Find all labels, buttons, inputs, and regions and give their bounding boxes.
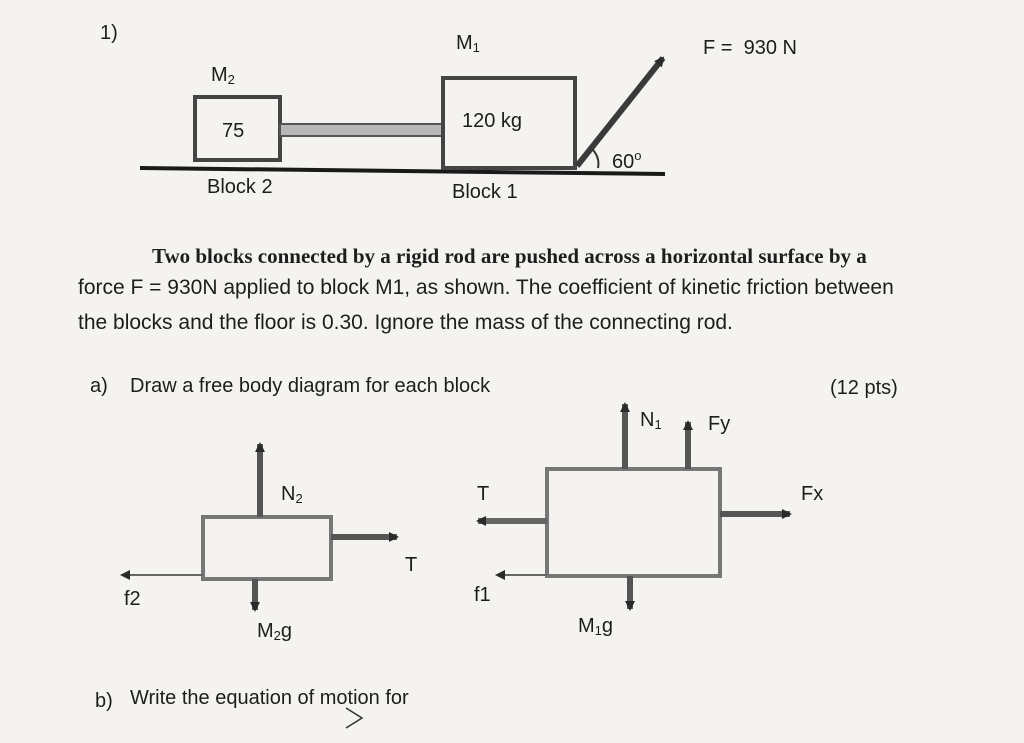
fbd1-block <box>545 467 722 578</box>
angle-arc <box>592 149 600 169</box>
m2-label: M2 <box>211 64 235 87</box>
fbd1-friction-label: f1 <box>474 584 491 606</box>
problem-number: 1) <box>100 22 118 44</box>
description-line-3: the blocks and the floor is 0.30. Ignore… <box>78 311 733 334</box>
block-1-mass: 120 kg <box>462 110 523 132</box>
block-2-name: Block 2 <box>207 176 273 198</box>
connecting-rod <box>279 123 446 137</box>
part-b-label: b) <box>95 690 113 712</box>
fbd2-normal-label: N2 <box>281 483 303 506</box>
description-line-2: force F = 930N applied to block M1, as s… <box>78 276 894 299</box>
force-f-arrow <box>574 56 666 168</box>
angle-label: 60o <box>612 148 642 173</box>
part-a-text: Draw a free body diagram for each block <box>130 375 491 397</box>
fbd2-tension-label: T <box>405 554 418 576</box>
part-b-text: Write the equation of motion for <box>130 687 409 709</box>
fbd1-tension-label: T <box>477 483 490 505</box>
handwritten-mark <box>345 707 364 729</box>
force-label: F = 930 N <box>703 37 797 59</box>
force-value: 930 N <box>743 37 797 59</box>
fbd2-friction-label: f2 <box>124 588 141 610</box>
block-1-name: Block 1 <box>452 181 518 203</box>
block-1-rect <box>441 76 577 170</box>
fbd2-weight-label: M2g <box>257 620 293 643</box>
fbd1-normal-label: N1 <box>640 409 662 432</box>
floor-line <box>139 166 666 176</box>
part-a-points: (12 pts) <box>830 377 898 399</box>
m1-label: M1 <box>456 32 480 55</box>
fbd2-block <box>201 515 333 581</box>
part-a-label: a) <box>90 375 108 397</box>
fbd1-fx-label: Fx <box>801 483 824 505</box>
description-line-1: Two blocks connected by a rigid rod are … <box>152 244 867 268</box>
block-2-mass: 75 <box>222 120 245 142</box>
fbd1-fy-label: Fy <box>708 413 731 435</box>
fbd1-weight-label: M1g <box>578 615 614 638</box>
